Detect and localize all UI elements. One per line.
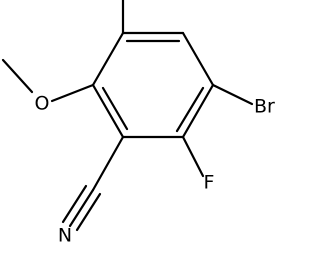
bond-ring-to-fluorine bbox=[181, 135, 205, 178]
atom-label-fluorine: F bbox=[204, 172, 215, 194]
bond-c3-c4 bbox=[181, 83, 215, 139]
bond-ring-to-bromine bbox=[211, 83, 254, 106]
atom-label-nitrogen: N bbox=[58, 225, 72, 247]
bond-ring-to-oxygen bbox=[50, 83, 95, 103]
nitrile-bond-center bbox=[68, 188, 95, 228]
benzene-ring bbox=[91, 31, 215, 139]
bond-c2-c3 bbox=[181, 31, 215, 87]
methoxy-methyl-bond bbox=[1, 58, 34, 94]
nitrile-bond-side-a bbox=[75, 192, 102, 232]
nitrile-triple-bond bbox=[61, 184, 102, 232]
double-bond-inner-c5-c6 bbox=[101, 86, 129, 131]
bond-c5-c6 bbox=[91, 83, 125, 139]
bond-c6-c1 bbox=[91, 31, 125, 87]
atom-label-oxygen: O bbox=[35, 93, 50, 115]
double-bond-inner-c3-c4 bbox=[175, 86, 205, 133]
molecule-structure: O Br F N bbox=[1, 0, 276, 247]
bond-ring-to-nitrile-carbon bbox=[91, 135, 125, 192]
nitrile-bond-side-b bbox=[61, 184, 88, 224]
atom-label-bromine: Br bbox=[254, 96, 275, 118]
